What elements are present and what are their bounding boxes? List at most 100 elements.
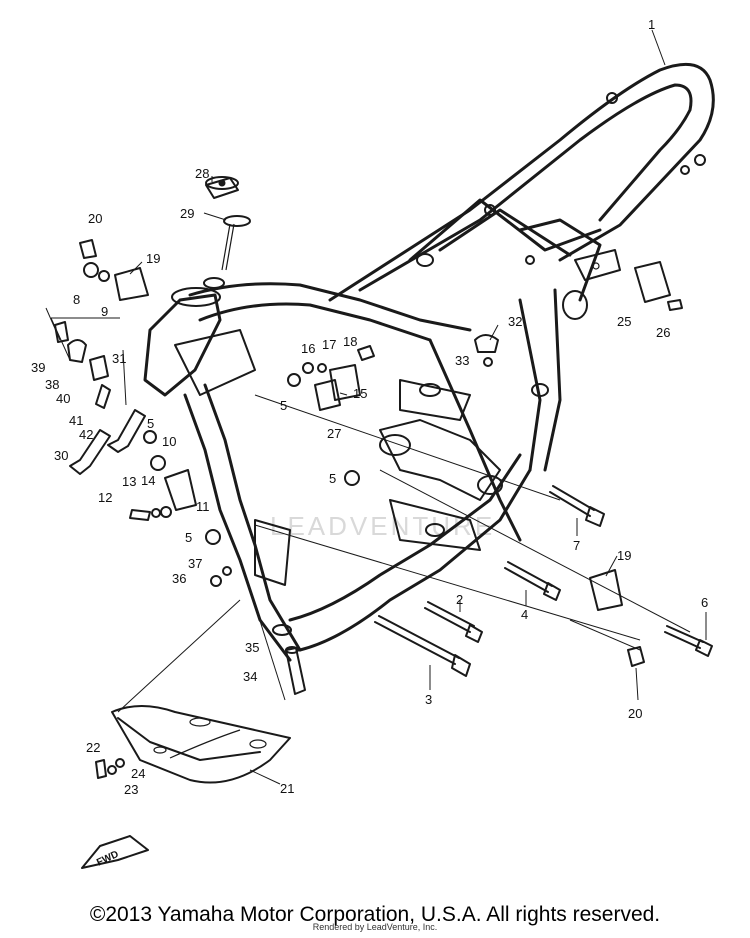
callout-27: 27 xyxy=(327,426,341,441)
part-bolt-12 xyxy=(129,509,151,521)
copyright-notice: ©2013 Yamaha Motor Corporation, U.S.A. A… xyxy=(89,903,661,926)
part-bracket-15 xyxy=(329,364,361,401)
callout-39: 39 xyxy=(31,360,45,375)
part-bolt-33 xyxy=(483,357,493,367)
callout-42: 42 xyxy=(79,427,93,442)
part-nut-24 xyxy=(115,758,125,768)
callout-5c: 5 xyxy=(329,471,336,486)
callout-14: 14 xyxy=(141,473,155,488)
part-bolt-6 xyxy=(664,625,713,657)
part-nut-8 xyxy=(83,262,99,278)
callout-19b: 19 xyxy=(617,548,631,563)
part-bolt-20a xyxy=(79,239,97,259)
part-nut-5c xyxy=(344,470,360,486)
callout-16: 16 xyxy=(301,341,315,356)
part-bolt-20b xyxy=(627,646,645,667)
callout-32: 32 xyxy=(508,314,522,329)
callout-8: 8 xyxy=(73,292,80,307)
callout-1: 1 xyxy=(648,17,655,32)
part-clamp-38 xyxy=(67,339,87,363)
part-bolt-34 xyxy=(285,647,306,695)
rendered-by-note: Rendered by LeadVenture, Inc. xyxy=(312,922,438,932)
part-nut-10 xyxy=(150,455,166,471)
fwd-arrow-icon: FWD xyxy=(81,835,149,869)
part-bracket-11 xyxy=(164,469,197,511)
callout-30: 30 xyxy=(54,448,68,463)
part-rod-30 xyxy=(69,429,111,475)
part-bolt-2 xyxy=(424,601,483,643)
part-nut-5d xyxy=(287,373,301,387)
callout-22: 22 xyxy=(86,740,100,755)
part-clamp-40 xyxy=(89,355,109,381)
callout-3: 3 xyxy=(425,692,432,707)
callout-labels: 1 2 3 4 5 5 5 5 6 7 8 9 10 11 12 13 14 1… xyxy=(31,17,708,797)
part-nut-14 xyxy=(160,506,172,518)
callout-6: 6 xyxy=(701,595,708,610)
callout-17: 17 xyxy=(322,337,336,352)
frame-exploded-diagram: LEADVENTURE xyxy=(31,17,715,869)
callout-38: 38 xyxy=(45,377,59,392)
part-clip-18 xyxy=(357,345,375,361)
callout-26: 26 xyxy=(656,325,670,340)
part-bolt-22 xyxy=(95,759,107,779)
watermark: LEADVENTURE xyxy=(270,511,495,541)
part-bracket-19a xyxy=(114,267,149,301)
part-bracket-19b xyxy=(589,569,623,611)
callout-21: 21 xyxy=(280,781,294,796)
part-nut-5a xyxy=(143,430,157,444)
part-washer-9 xyxy=(98,270,110,282)
part-nut-16 xyxy=(302,362,314,374)
callout-29: 29 xyxy=(180,206,194,221)
part-washer-35 xyxy=(272,624,292,636)
part-bracket-27 xyxy=(314,379,341,411)
callout-11: 11 xyxy=(196,499,210,514)
part-bolt-26 xyxy=(667,299,683,311)
callout-36: 36 xyxy=(172,571,186,586)
callout-19a: 19 xyxy=(146,251,160,266)
callout-9: 9 xyxy=(101,304,108,319)
part-skid-plate-21 xyxy=(111,705,291,784)
callout-35: 35 xyxy=(245,640,259,655)
leader-lines xyxy=(45,29,707,785)
callout-28: 28 xyxy=(195,166,209,181)
part-washer-17 xyxy=(317,363,327,373)
callout-41: 41 xyxy=(69,413,83,428)
part-clamp-32 xyxy=(474,334,499,353)
part-rod-31 xyxy=(107,409,146,453)
callout-12: 12 xyxy=(98,490,112,505)
callout-40: 40 xyxy=(56,391,70,406)
callout-4: 4 xyxy=(521,607,528,622)
callout-25: 25 xyxy=(617,314,631,329)
callout-24: 24 xyxy=(131,766,145,781)
part-washer-13 xyxy=(151,508,161,518)
callout-18: 18 xyxy=(343,334,357,349)
part-bolt-7 xyxy=(549,485,605,527)
callout-2: 2 xyxy=(456,592,463,607)
main-frame xyxy=(143,62,715,662)
callout-34: 34 xyxy=(243,669,257,684)
part-nut-5b xyxy=(205,529,221,545)
callout-20a: 20 xyxy=(88,211,102,226)
callout-20b: 20 xyxy=(628,706,642,721)
callout-37: 37 xyxy=(188,556,202,571)
callout-23: 23 xyxy=(124,782,138,797)
part-washer-rod xyxy=(221,215,251,271)
callout-31: 31 xyxy=(112,351,126,366)
callout-5b: 5 xyxy=(185,530,192,545)
svg-text:FWD: FWD xyxy=(95,849,120,869)
part-nut-36 xyxy=(210,575,222,587)
part-pin-41 xyxy=(95,384,111,409)
callout-13: 13 xyxy=(122,474,136,489)
callout-7: 7 xyxy=(573,538,580,553)
callout-5a: 5 xyxy=(147,416,154,431)
callout-10: 10 xyxy=(162,434,176,449)
callout-5d: 5 xyxy=(280,398,287,413)
part-bracket-25 xyxy=(634,261,671,303)
part-bolt-4 xyxy=(504,561,561,601)
callout-33: 33 xyxy=(455,353,469,368)
part-bolt-3 xyxy=(374,615,471,677)
part-fuel-cap xyxy=(205,176,239,199)
part-clamp-39 xyxy=(54,321,69,343)
part-washer-23 xyxy=(107,765,117,775)
part-washer-37 xyxy=(222,566,232,576)
